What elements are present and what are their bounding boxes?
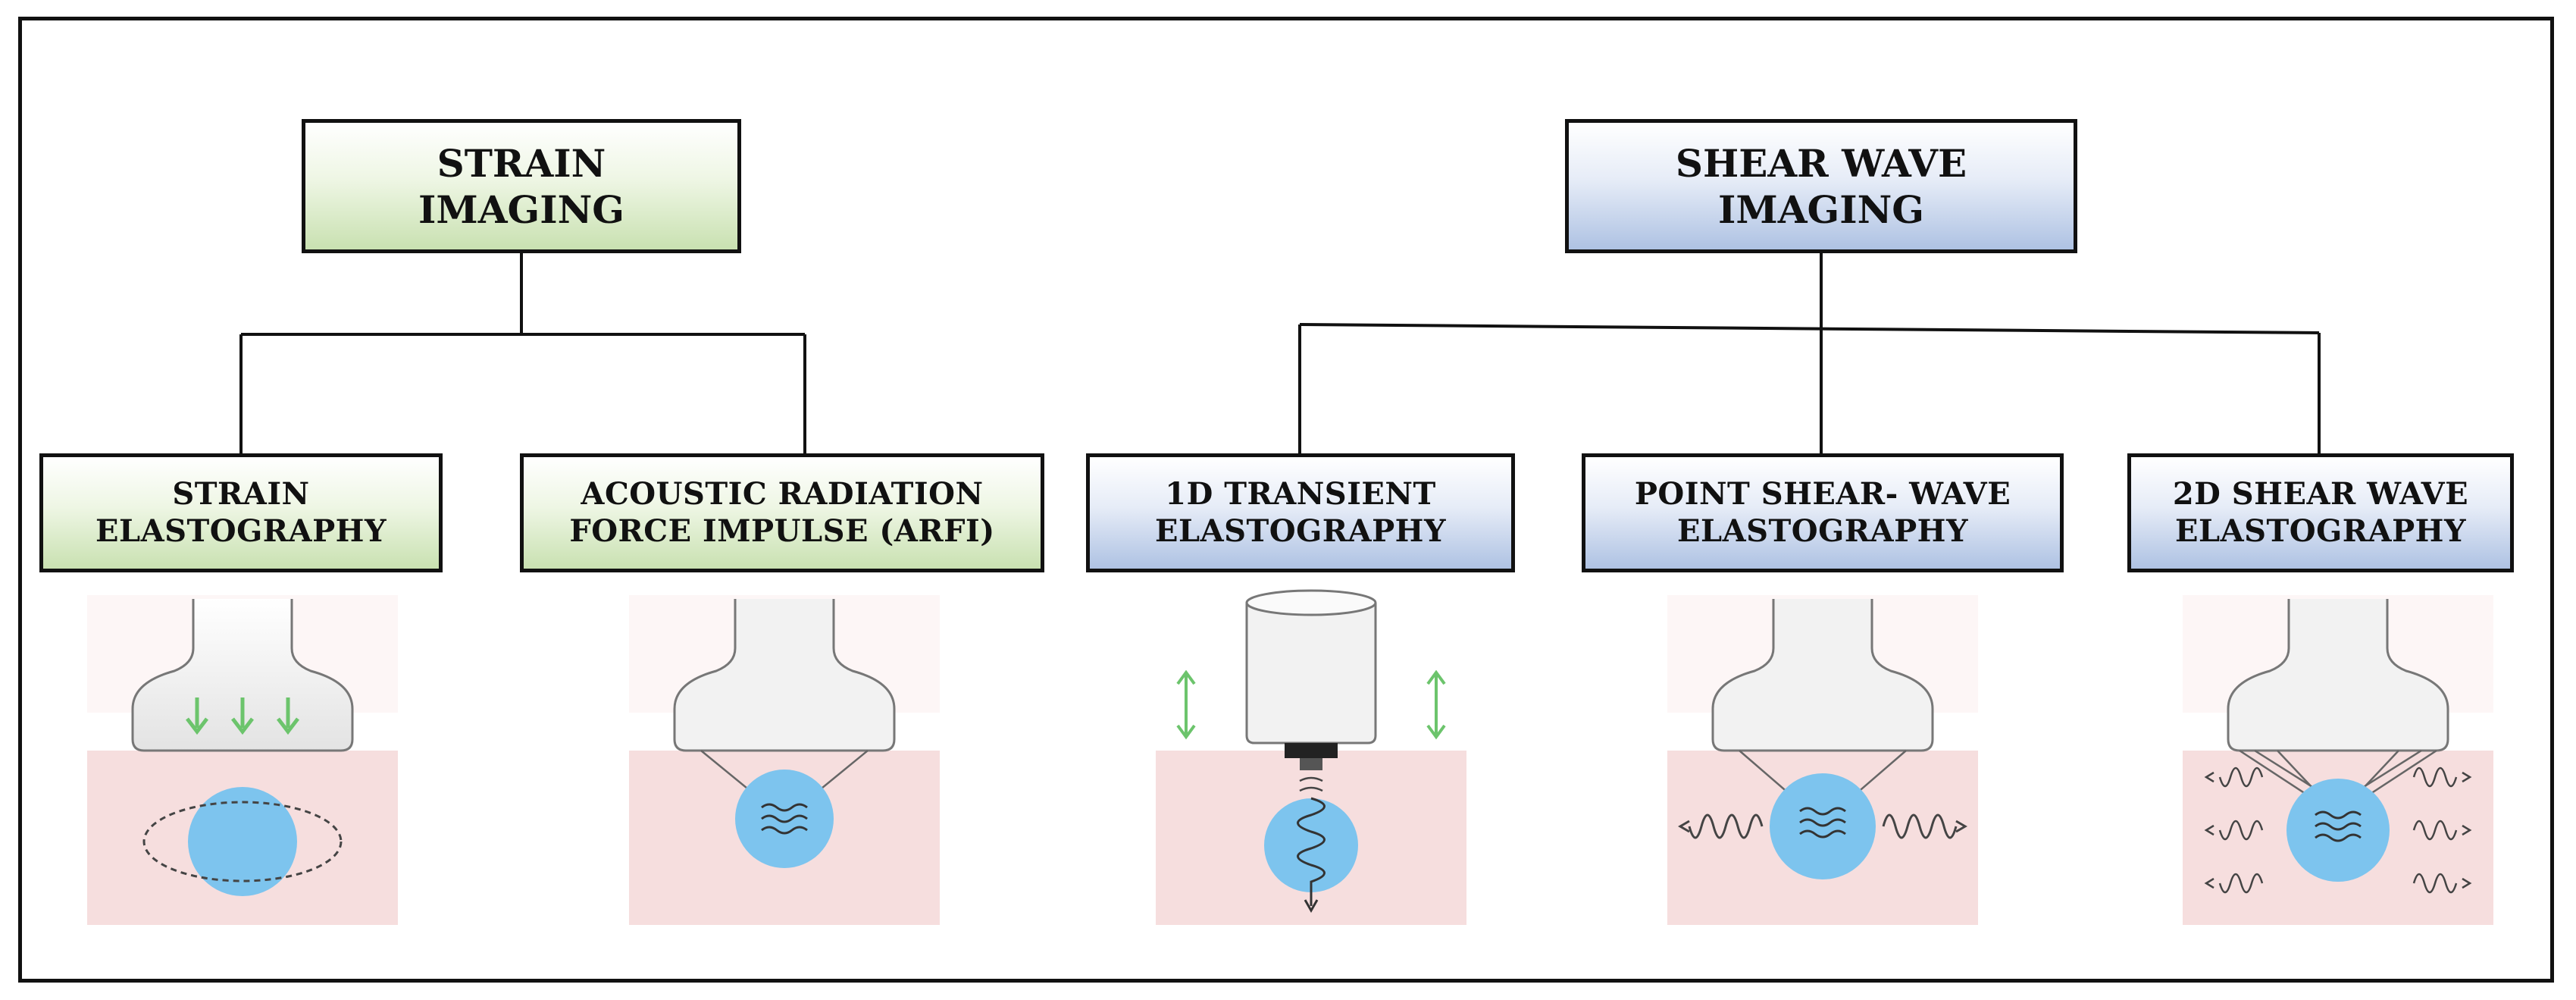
method-strain-elastography: STRAIN ELASTOGRAPHY <box>39 453 443 572</box>
transducer-probe <box>673 599 896 752</box>
method-arfi: ACOUSTIC RADIATION FORCE IMPULSE (ARFI) <box>520 453 1044 572</box>
lesion <box>1264 798 1358 892</box>
strain-imaging-heading: STRAIN IMAGING <box>302 119 741 253</box>
2d-shear-wave-illustration <box>2183 595 2493 925</box>
lateral-shear-waves <box>1678 813 1967 839</box>
method-1d-transient-elastography: 1D TRANSIENT ELASTOGRAPHY <box>1086 453 1515 572</box>
point-shear-wave-illustration <box>1667 595 1978 925</box>
lateral-shear-waves <box>2204 766 2472 894</box>
strain-elastography-illustration <box>87 595 398 925</box>
shear-wave-imaging-heading: SHEAR WAVE IMAGING <box>1565 119 2077 253</box>
arfi-illustration <box>629 595 940 925</box>
1d-transient-illustration <box>1156 589 1466 925</box>
lesion <box>188 787 297 896</box>
compression-arrows <box>186 697 299 735</box>
deformation-outline <box>142 801 343 882</box>
transducer-probe <box>1711 599 1934 752</box>
lesion <box>735 770 834 868</box>
shear-wave-path <box>1297 797 1326 906</box>
method-point-shear-wave-elastography: POINT SHEAR- WAVE ELASTOGRAPHY <box>1582 453 2064 572</box>
method-2d-shear-wave-elastography: 2D SHEAR WAVE ELASTOGRAPHY <box>2127 453 2514 572</box>
push-pulse-waves <box>761 803 808 835</box>
transducer-probe <box>131 599 354 752</box>
vibration-arrows <box>1176 669 1446 740</box>
vibrating-piston <box>1245 589 1377 770</box>
transducer-probe <box>2227 599 2449 752</box>
